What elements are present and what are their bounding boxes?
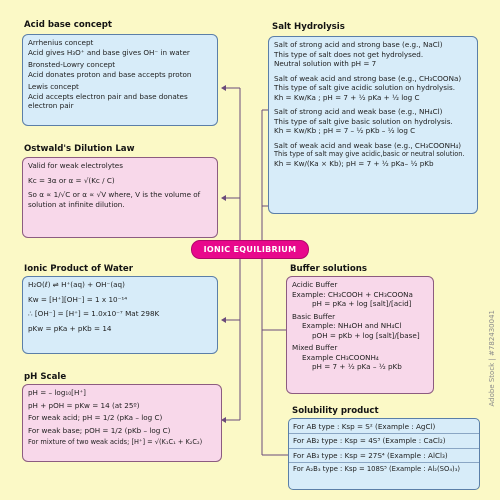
buffer-box: Acidic Buffer Example: CH₃COOH + CH₃COON… [286,276,434,394]
salt-hydrolysis-line: This type of salt does not get hydrolyse… [274,49,424,59]
ionic-product-title: Ionic Product of Water [24,264,133,274]
salt-hydrolysis-line: Salt of weak acid and weak base (e.g., C… [274,140,462,150]
salt-hydrolysis-line: This type of salt give acidic solution o… [274,83,456,92]
acid-base-line: Bronsted-Lowry concept [28,60,116,69]
salt-hydrolysis-line: Salt of strong acid and weak base (e.g.,… [274,107,443,116]
salt-hydrolysis-line: Neutral solution with pH = 7 [274,59,377,68]
salt-hydrolysis-line: Salt of weak acid and strong base (e.g.,… [274,73,462,83]
ionic-product-line: pKw = pKa + pKb = 14 [28,323,112,333]
center-topic: IONIC EQUILIBRIUM [191,240,309,259]
ionic-product-box: H₂O(ℓ) ⇌ H⁺(aq) + OH⁻(aq) Kw = [H⁺][OH⁻]… [22,276,218,354]
ostwald-formula: Kc = 3α or α = √(Kc / C) [28,175,115,185]
ph-scale-line: pH + pOH = pKw = 14 (at 25º) [28,400,140,410]
buffer-line: Example: NH₄OH and NH₄Cl [302,321,402,330]
ph-scale-box: pH = – log₁₀[H⁺] pH + pOH = pKw = 14 (at… [22,384,222,462]
ph-scale-line: pH = – log₁₀[H⁺] [28,388,86,397]
acid-base-line: Acid accepts electron pair and base dona… [28,91,188,101]
acid-base-line: Acid gives H₃O⁺ and base gives OH⁻ in wa… [28,47,190,57]
solubility-row: For AB type : Ksp = S² (Example : AgCl) [289,420,479,435]
acid-base-box: Arrhenius concept Acid gives H₃O⁺ and ba… [22,34,218,126]
ostwald-box: Valid for weak electrolytes Kc = 3α or α… [22,157,218,238]
ostwald-line: Valid for weak electrolytes [28,161,123,170]
acid-base-title: Acid base concept [24,20,113,30]
salt-hydrolysis-line: Salt of strong acid and strong base (e.g… [274,40,443,49]
salt-hydrolysis-line: This type of salt may give acidic,basic … [274,150,465,158]
salt-hydrolysis-title: Salt Hydrolysis [272,22,345,32]
solubility-row: For A₂B₃ type : Ksp = 108S⁵ (Example : A… [293,465,461,474]
buffer-line: Example: CH₃COOH + CH₃COONa [292,289,413,299]
solubility-row: For AB₂ type : Ksp = 4S³ (Example : CaCl… [289,434,479,449]
ph-scale-line: For mixture of two weak acids; [H⁺] = √(… [28,438,203,446]
acid-base-line: electron pair [28,101,74,110]
ionic-product-line: ∴ [OH⁻] = [H⁺] = 1.0x10⁻⁷ Mat 298K [28,309,160,318]
buffer-line: pOH = pKb + log [salt]/[base] [312,330,420,340]
ostwald-title: Ostwald's Dilution Law [24,144,135,154]
acid-base-line: Acid donates proton and base accepts pro… [28,69,192,79]
ostwald-line: solution at infinite dilution. [28,199,125,209]
buffer-title: Buffer solutions [290,264,367,274]
ostwald-line: So α ∝ 1/√C or α ∝ √V where, V is the vo… [28,190,201,199]
solubility-title: Solubility product [292,406,379,416]
salt-hydrolysis-line: This type of salt give basic solution on… [274,116,453,126]
ph-scale-line: For weak base; pOH = 1/2 (pKb – log C) [28,425,171,435]
ph-scale-line: For weak acid; pH = 1/2 (pKa – log C) [28,413,163,422]
salt-hydrolysis-line: Kh = Kw/(Ka × Kb); pH = 7 + ½ pKa– ½ pKb [274,158,434,168]
buffer-line: pH = 7 + ½ pKa – ½ pKb [312,362,402,371]
ph-scale-title: pH Scale [24,372,67,382]
buffer-line: Mixed Buffer [292,343,338,352]
solubility-box: For AB type : Ksp = S² (Example : AgCl) … [288,418,480,490]
watermark: Adobe Stock | #782430041 [488,310,496,407]
salt-hydrolysis-line: Kh = Kw/Kb ; pH = 7 – ½ pKb – ½ log C [274,126,416,135]
acid-base-line: Arrhenius concept [28,38,94,47]
ionic-product-line: H₂O(ℓ) ⇌ H⁺(aq) + OH⁻(aq) [28,280,125,289]
salt-hydrolysis-box: Salt of strong acid and strong base (e.g… [268,36,478,214]
buffer-line: Acidic Buffer [292,280,338,289]
buffer-line: Basic Buffer [292,311,336,321]
buffer-line: pH = pKa + log [salt]/[acid] [312,299,412,308]
salt-hydrolysis-line: Kh = Kw/Ka ; pH = 7 + ½ pKa + ½ log C [274,92,420,102]
buffer-line: Example CH₃COONH₄ [302,352,379,362]
acid-base-line: Lewis concept [28,82,79,91]
ionic-product-line: Kw = [H⁺][OH⁻] = 1 x 10⁻¹⁴ [28,294,128,304]
solubility-row: For AB₃ type : Ksp = 27S⁴ (Example : AlC… [289,449,479,464]
